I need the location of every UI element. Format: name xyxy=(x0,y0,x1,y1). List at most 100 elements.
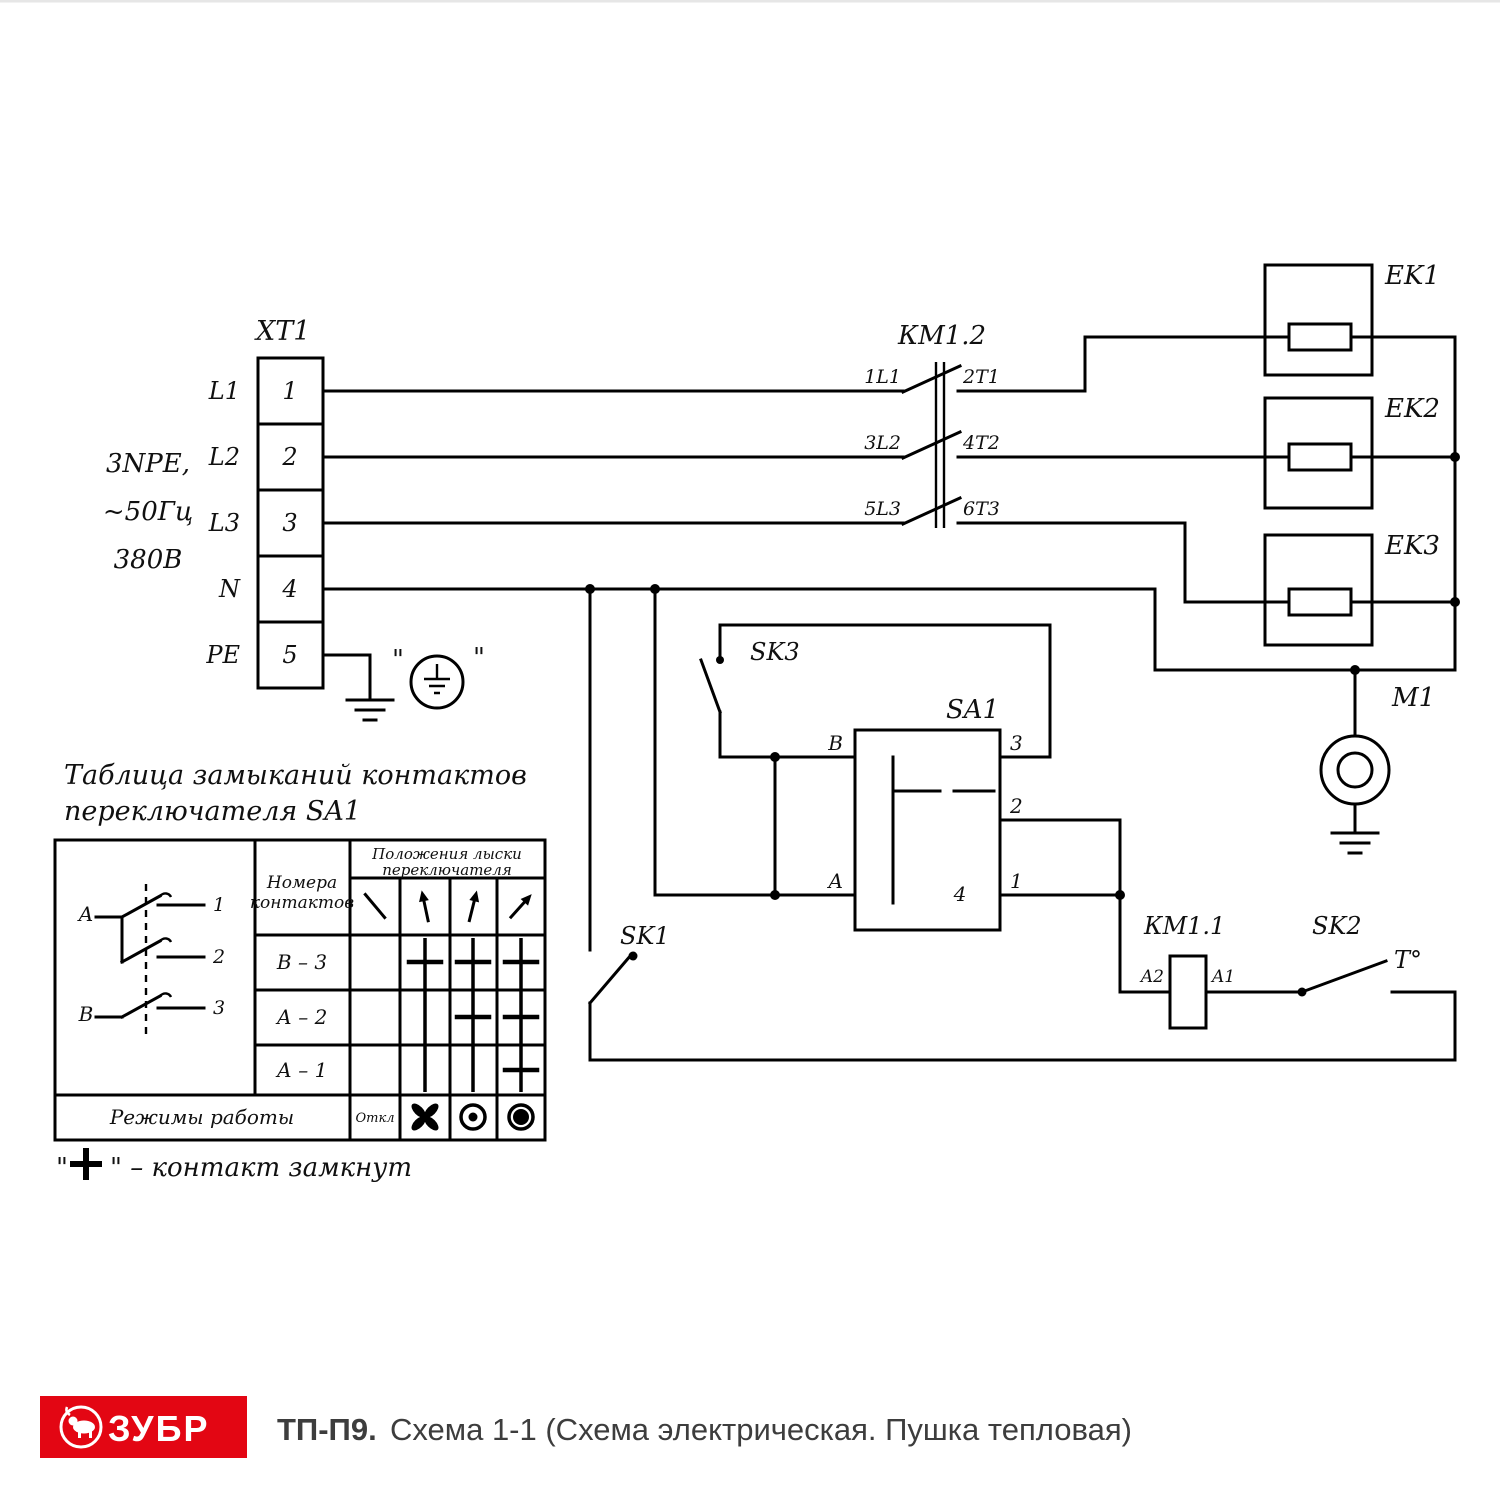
fan-mode-icon xyxy=(411,1103,439,1131)
xt1-terminal-3: 3 xyxy=(282,509,297,537)
wire-control-loop xyxy=(588,587,1457,1062)
wire-pe xyxy=(321,653,372,702)
legend-plus-icon xyxy=(70,1148,102,1180)
sa1-terminal-b: B xyxy=(827,731,843,755)
table-legend: " " – контакт замкнут xyxy=(56,1148,412,1183)
supply-label-2: ~50Гц xyxy=(103,497,193,527)
km12-pole1-out: 2T1 xyxy=(962,366,1000,388)
heater-ek1-box xyxy=(1263,263,1374,377)
sa1-terminal-3: 3 xyxy=(1010,731,1023,755)
sa1-wiring: SK3 xyxy=(653,587,1052,900)
xt1-terminal-2: 2 xyxy=(281,443,297,471)
sketch-fixed-contacts xyxy=(156,903,206,1010)
heater-ek3-label: EK3 xyxy=(1384,531,1440,561)
sa1-body xyxy=(853,728,1002,932)
table-row-a1: А – 1 xyxy=(275,1058,328,1082)
heater-ek2-label: EK2 xyxy=(1384,394,1440,424)
heater-ek3-box xyxy=(1263,533,1374,647)
supply-label-1: 3NPE, xyxy=(106,449,190,479)
line-label-l3: L3 xyxy=(208,509,240,537)
sa1-label: SA1 xyxy=(946,695,999,725)
km12-pole2-in: 3L2 xyxy=(864,432,901,454)
heat2-mode-icon xyxy=(507,1103,535,1131)
table-grid xyxy=(53,838,547,1142)
fan-petal xyxy=(424,1116,439,1131)
table-row-b3: В – 3 xyxy=(276,950,327,974)
km11-terminal-a2: A2 xyxy=(1139,967,1164,987)
km12-pole3-in: 5L3 xyxy=(864,498,901,520)
heaters: EK1 EK2 EK3 xyxy=(1263,261,1440,647)
line-label-l1: L1 xyxy=(208,377,240,405)
sketch-label-a: A xyxy=(77,902,93,926)
position-off-line xyxy=(363,892,387,920)
bison-logo-icon xyxy=(59,1405,103,1449)
sa1-terminal-1: 1 xyxy=(1010,869,1023,893)
junction-dot xyxy=(770,752,780,762)
sk1-blade xyxy=(587,952,634,1006)
sketch-blades xyxy=(119,893,163,1020)
junction-dot xyxy=(1115,890,1125,900)
heater-ek1-label: EK1 xyxy=(1384,261,1440,291)
bison-leg xyxy=(78,1431,81,1438)
km11-terminal-a1: A1 xyxy=(1210,967,1235,987)
junction-dot xyxy=(1350,665,1360,675)
sk2-blade xyxy=(1300,959,1388,994)
table-title-line1: Таблица замыканий контактов xyxy=(64,760,527,791)
arrow-shaft xyxy=(467,896,477,923)
sa1-contact-sketch: A B 1 2 3 xyxy=(77,884,225,1038)
contacts-header-line2: контактов xyxy=(250,893,354,913)
fan-petal xyxy=(411,1116,426,1131)
heat1-mode-dot xyxy=(468,1112,478,1122)
legend-text: " – контакт замкнут xyxy=(110,1153,412,1183)
arrow-head xyxy=(520,894,532,906)
wire-sk3-branch xyxy=(718,623,1052,759)
mode-switch-sa1: SA1 B A 3 2 1 4 xyxy=(827,695,1023,932)
earth-quote-open: " xyxy=(392,645,404,675)
wire-l1 xyxy=(321,335,1267,393)
wire-coil-feed xyxy=(998,818,1300,994)
position-3-icon xyxy=(508,894,532,920)
motor-label: M1 xyxy=(1391,683,1435,713)
km12-linkage xyxy=(934,362,946,528)
mode-off-label: Откл xyxy=(355,1111,394,1126)
control-circuit: SK1 SK2 T° КМ1.1 A2 A1 xyxy=(587,587,1457,1062)
model-name: ТП-П9. xyxy=(277,1412,377,1447)
xt1-terminal-1: 1 xyxy=(282,377,297,405)
brand-name: ЗУБР xyxy=(108,1408,209,1449)
line-label-n: N xyxy=(218,575,241,603)
sketch-leads xyxy=(94,915,124,1019)
km12-pole3-out: 6T3 xyxy=(963,498,1000,520)
position-2-icon xyxy=(467,890,480,923)
motor-outer-circle xyxy=(1319,734,1391,806)
table-row-a2: А – 2 xyxy=(275,1005,328,1029)
line-label-pe: PE xyxy=(205,641,240,669)
motor-m1: M1 xyxy=(1319,683,1435,855)
legend-open-quote: " xyxy=(56,1153,68,1183)
sa1-terminal-a: A xyxy=(827,869,843,893)
modes-row-label: Режимы работы xyxy=(109,1105,294,1129)
heater-ek3-resistor xyxy=(1287,587,1353,617)
line-label-l2: L2 xyxy=(208,443,240,471)
sk3-label: SK3 xyxy=(750,638,800,666)
km12-contact-blades xyxy=(901,364,962,526)
top-border xyxy=(0,0,1500,3)
junction-dot xyxy=(770,890,780,900)
contacts-header-line1: Номера xyxy=(266,873,337,893)
motor-inner-circle xyxy=(1336,751,1374,789)
schematic-title: Схема 1-1 (Схема электрическая. Пушка те… xyxy=(390,1412,1132,1447)
terminal-block-xt1: XT1 1 2 3 4 5 L1 L2 L3 N PE 3NPE, ~50Гц … xyxy=(103,316,325,690)
junction-dot xyxy=(1450,597,1460,607)
km12-label: КМ1.2 xyxy=(897,321,986,351)
sk2-label: SK2 xyxy=(1312,912,1362,940)
sk1-label: SK1 xyxy=(620,922,670,950)
arrow-head xyxy=(469,890,480,903)
power-wiring xyxy=(321,335,1460,738)
sa1-table: Таблица замыканий контактов переключател… xyxy=(53,760,547,1183)
heater-ek2-resistor xyxy=(1287,442,1353,472)
earth-mark-icon xyxy=(424,664,450,695)
fan-petal xyxy=(424,1103,439,1118)
xt1-terminal-5: 5 xyxy=(282,641,297,669)
earth-quote-close: " xyxy=(473,643,485,673)
table-title-line2: переключателя SA1 xyxy=(64,796,361,827)
